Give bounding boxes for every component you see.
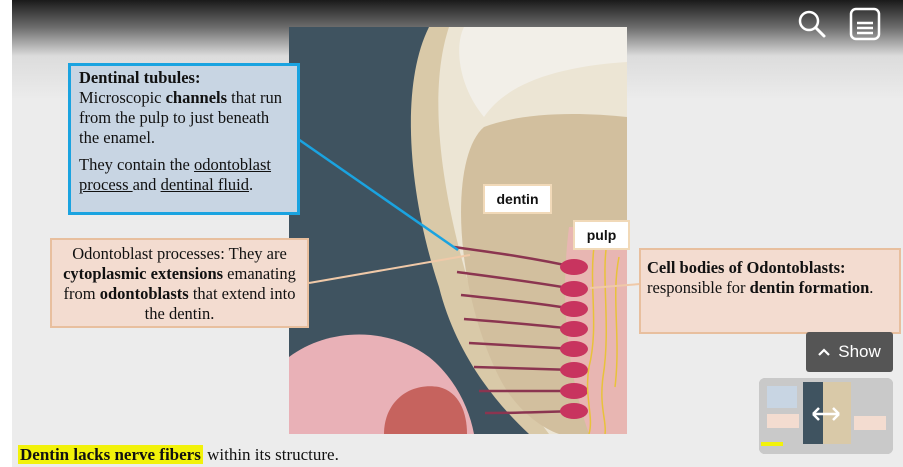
callout-title: Cell bodies of Odontoblasts: xyxy=(647,258,846,277)
callout-text: Odontoblast processes: They are xyxy=(72,244,287,263)
callout-text: They contain the xyxy=(79,155,195,174)
callout-text: responsible for xyxy=(647,278,750,297)
dentinal-tubules-callout: Dentinal tubules: Microscopic channels t… xyxy=(68,63,300,215)
notes-button[interactable] xyxy=(848,6,882,42)
caption-highlight: Dentin lacks nerve fibers xyxy=(18,445,203,464)
caption-text: within its structure. xyxy=(202,445,339,464)
chevron-up-icon xyxy=(818,348,831,356)
callout-text: that extend into the dentin. xyxy=(144,284,296,323)
notes-icon xyxy=(849,7,881,41)
callout-text-bold: cytoplasmic extensions xyxy=(63,264,224,283)
callout-text-bold: dentin formation xyxy=(749,278,870,297)
callout-text: . xyxy=(249,175,254,194)
slide-caption: Dentin lacks nerve fibers within its str… xyxy=(18,444,339,466)
dentin-label: dentin xyxy=(483,184,552,214)
callout-text: emanating from xyxy=(63,264,296,303)
callout-text: and xyxy=(132,175,161,194)
search-button[interactable] xyxy=(794,6,830,42)
odontoblast-processes-callout: Odontoblast processes: They are cytoplas… xyxy=(50,238,309,328)
dentinal-fluid-link[interactable]: dentinal fluid xyxy=(160,175,250,194)
show-button[interactable]: Show xyxy=(806,332,893,372)
callout-text: that run from the pulp to just beneath t… xyxy=(79,88,283,147)
expand-arrows-icon xyxy=(812,407,840,421)
pulp-label: pulp xyxy=(573,220,630,250)
callout-text: . xyxy=(869,278,874,297)
show-button-label: Show xyxy=(838,342,881,361)
callout-text-bold: odontoblasts xyxy=(99,284,189,303)
slide-thumbnail[interactable] xyxy=(759,378,893,454)
search-icon xyxy=(798,10,826,38)
callout-text-bold: channels xyxy=(165,88,228,107)
cell-bodies-callout: Cell bodies of Odontoblasts: responsible… xyxy=(639,248,901,334)
callout-title: Dentinal tubules: xyxy=(79,68,201,87)
callout-text: Microscopic xyxy=(79,88,166,107)
odontoblast-process-link[interactable]: odontoblast process xyxy=(79,155,272,194)
